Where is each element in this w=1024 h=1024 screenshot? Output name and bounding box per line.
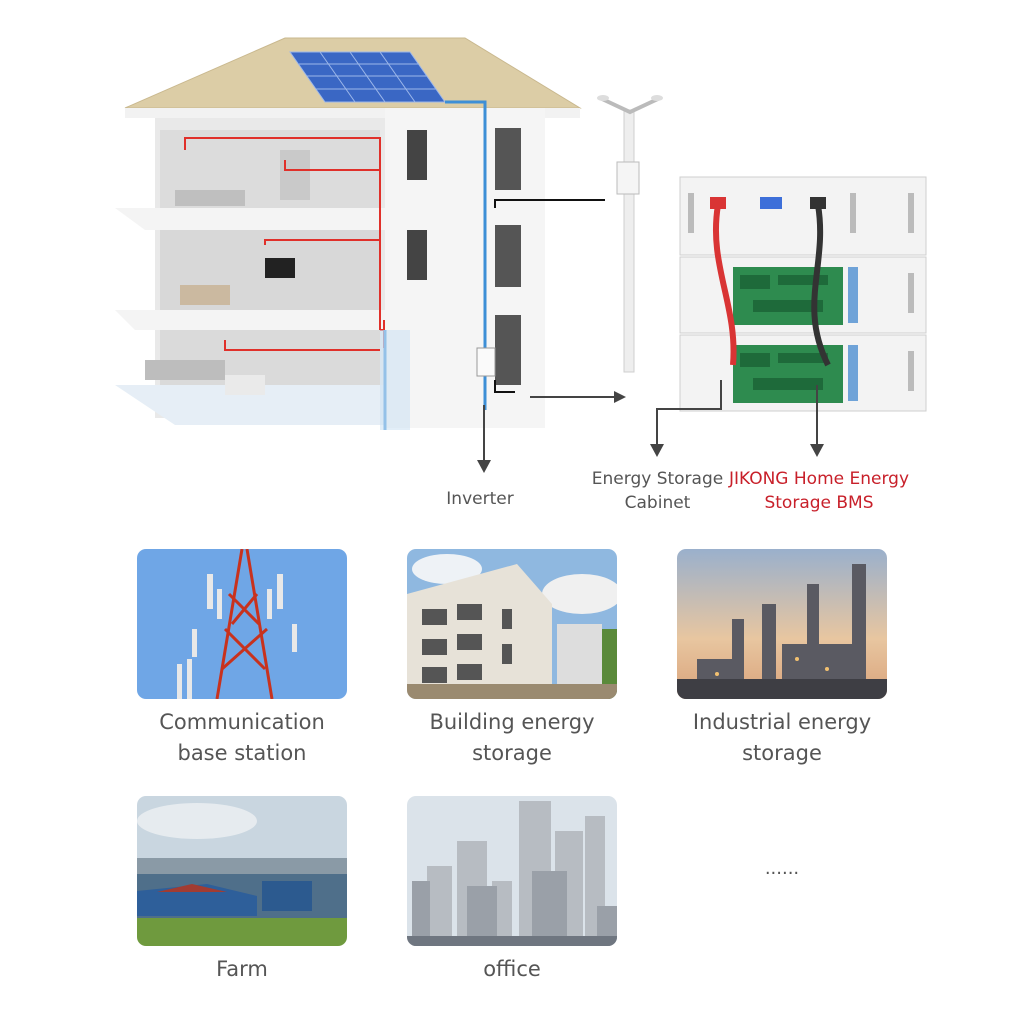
app-label-line2: storage bbox=[742, 741, 822, 765]
bms-label-line1: JIKONG Home Energy bbox=[728, 469, 910, 489]
app-label-line1: Industrial energy bbox=[692, 710, 872, 734]
farm-label: Farm bbox=[117, 954, 367, 985]
inverter-label: Inverter bbox=[430, 487, 530, 511]
house-illustration bbox=[85, 30, 626, 460]
industrial-energy-storage-image bbox=[677, 549, 887, 699]
app-label-line1: Farm bbox=[216, 957, 268, 981]
app-label-line1: Communication bbox=[159, 710, 325, 734]
app-label-line1: ...... bbox=[764, 858, 800, 879]
building-energy-storage-image bbox=[407, 549, 617, 699]
cabinet-arrow-vertical bbox=[720, 380, 722, 410]
cabinet-arrow-head bbox=[650, 444, 664, 457]
inverter-arrow-head bbox=[477, 460, 491, 473]
cabinet-arrow-down bbox=[656, 408, 658, 445]
bms-label-line2: Storage BMS bbox=[764, 493, 874, 513]
pole-arrow-head bbox=[614, 391, 626, 403]
bms-label: JIKONG Home Energy Storage BMS bbox=[724, 467, 914, 515]
app-label-line1: office bbox=[483, 957, 541, 981]
communication-base-station-label: Communication base station bbox=[117, 707, 367, 769]
utility-pole-illustration bbox=[595, 90, 665, 375]
communication-base-station-image bbox=[137, 549, 347, 699]
farm-image bbox=[137, 796, 347, 946]
app-label-line1: Building energy bbox=[429, 710, 595, 734]
inverter-label-text: Inverter bbox=[446, 489, 514, 509]
more-applications-ellipsis: ...... bbox=[707, 853, 857, 884]
bms-arrow-line bbox=[816, 385, 818, 445]
energy-storage-cabinet-illustration bbox=[678, 175, 930, 415]
office-image bbox=[407, 796, 617, 946]
office-label: office bbox=[387, 954, 637, 985]
cabinet-arrow-horizontal bbox=[656, 408, 722, 410]
inverter-arrow-line bbox=[483, 405, 485, 460]
pole-arrow-line bbox=[530, 396, 615, 398]
bms-arrow-head bbox=[810, 444, 824, 457]
energy-storage-cabinet-label: Energy Storage Cabinet bbox=[585, 467, 730, 515]
building-energy-storage-label: Building energy storage bbox=[387, 707, 637, 769]
cabinet-label-line1: Energy Storage bbox=[591, 469, 724, 489]
cabinet-label-line2: Cabinet bbox=[624, 493, 691, 513]
app-label-line2: storage bbox=[472, 741, 552, 765]
industrial-energy-storage-label: Industrial energy storage bbox=[657, 707, 907, 769]
app-label-line2: base station bbox=[177, 741, 307, 765]
